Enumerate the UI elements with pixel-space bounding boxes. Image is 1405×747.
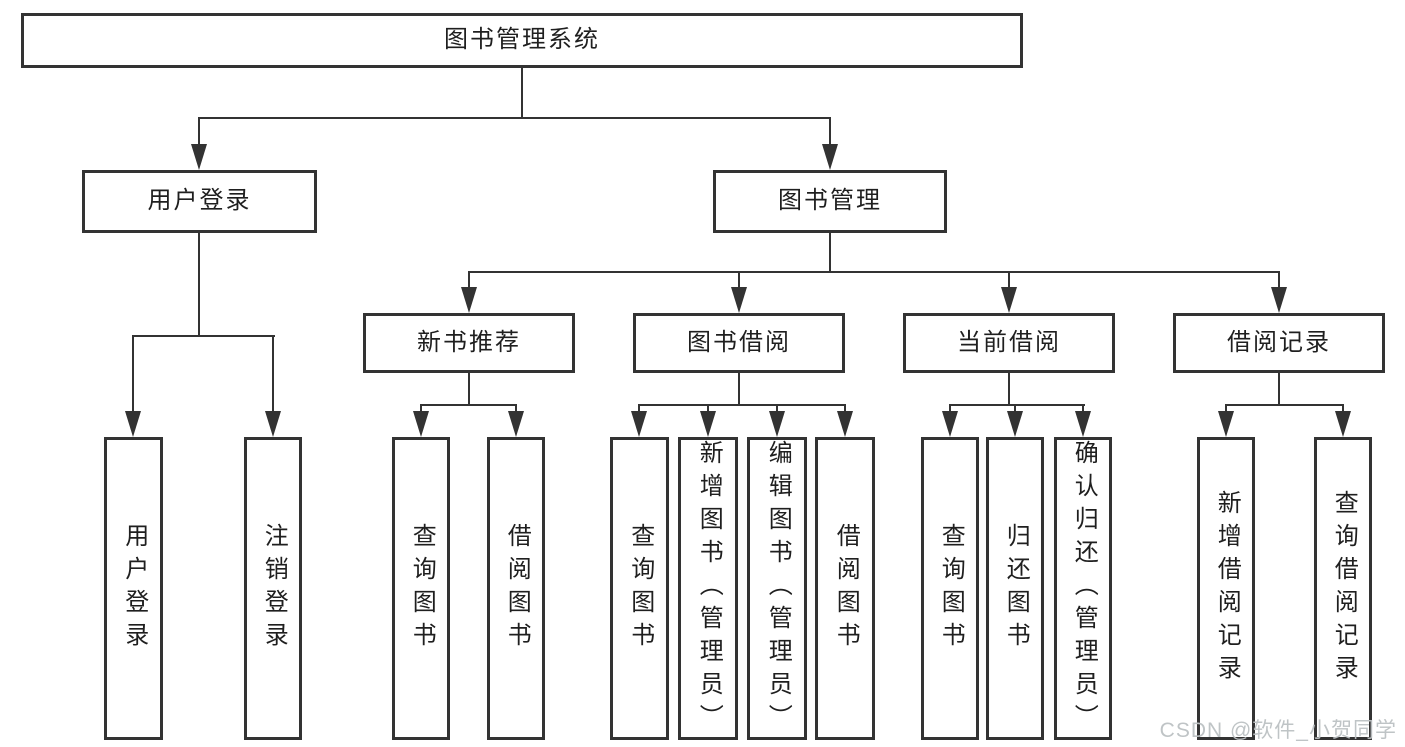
connector-current-borrowing-stem xyxy=(1008,373,1010,406)
connector-to-book-borrowing xyxy=(738,271,740,301)
leaf-borrow-books-borrowing: 借阅图书 xyxy=(815,437,875,740)
arrowhead-leaf-add-books xyxy=(700,411,716,437)
arrowhead-book-management xyxy=(822,144,838,170)
node-current-borrowing: 当前借阅 xyxy=(903,313,1115,373)
connector-to-leaf-logout xyxy=(272,335,274,417)
connector-new-book-recommend-stem xyxy=(468,373,470,406)
node-user-login: 用户登录 xyxy=(82,170,317,233)
leaf-return-books: 归还图书 xyxy=(986,437,1044,740)
connector-to-current-borrowing xyxy=(1008,271,1010,301)
leaf-edit-books-admin: 编辑图书（管理员） xyxy=(747,437,807,740)
leaf-add-borrow-record: 新增借阅记录 xyxy=(1197,437,1255,740)
arrowhead-leaf-search-books-1 xyxy=(413,411,429,437)
connector-to-new-book-recommend xyxy=(468,271,470,301)
arrowhead-new-book-recommend xyxy=(461,287,477,313)
connector-new-book-recommend-crossbar xyxy=(420,404,517,406)
node-book-management: 图书管理 xyxy=(713,170,947,233)
connector-user-login-stem xyxy=(198,233,200,337)
leaf-logout: 注销登录 xyxy=(244,437,302,740)
connector-book-management-crossbar xyxy=(468,271,1280,273)
connector-book-borrowing-crossbar xyxy=(638,404,846,406)
arrowhead-leaf-logout xyxy=(265,411,281,437)
connector-to-leaf-user-login xyxy=(132,335,134,417)
arrowhead-borrowing-records xyxy=(1271,287,1287,313)
connector-root-to-user-login xyxy=(198,117,200,157)
connector-borrowing-records-stem xyxy=(1278,373,1280,406)
csdn-watermark: CSDN @软件_小贺同学 xyxy=(1159,719,1397,742)
leaf-user-login: 用户登录 xyxy=(104,437,163,740)
node-library-management-system: 图书管理系统 xyxy=(21,13,1023,68)
node-new-book-recommend: 新书推荐 xyxy=(363,313,575,373)
arrowhead-book-borrowing xyxy=(731,287,747,313)
connector-current-borrowing-crossbar xyxy=(949,404,1085,406)
connector-book-management-stem xyxy=(829,233,831,273)
leaf-search-books-current: 查询图书 xyxy=(921,437,979,740)
arrowhead-leaf-search-record xyxy=(1335,411,1351,437)
leaf-borrow-books-recommend: 借阅图书 xyxy=(487,437,545,740)
arrowhead-leaf-return-books xyxy=(1007,411,1023,437)
arrowhead-leaf-borrow-books-1 xyxy=(508,411,524,437)
arrowhead-leaf-confirm-return xyxy=(1075,411,1091,437)
leaf-search-borrow-record: 查询借阅记录 xyxy=(1314,437,1372,740)
arrowhead-current-borrowing xyxy=(1001,287,1017,313)
arrowhead-leaf-add-record xyxy=(1218,411,1234,437)
connector-book-borrowing-stem xyxy=(738,373,740,406)
connector-borrowing-records-crossbar xyxy=(1225,404,1344,406)
arrowhead-leaf-user-login xyxy=(125,411,141,437)
leaf-search-books-borrowing: 查询图书 xyxy=(610,437,669,740)
arrowhead-leaf-search-books-2 xyxy=(631,411,647,437)
node-book-borrowing: 图书借阅 xyxy=(633,313,845,373)
arrowhead-user-login xyxy=(191,144,207,170)
arrowhead-leaf-borrow-books-2 xyxy=(837,411,853,437)
leaf-confirm-return-admin: 确认归还（管理员） xyxy=(1054,437,1112,740)
connector-user-login-crossbar xyxy=(132,335,275,337)
leaf-add-books-admin: 新增图书（管理员） xyxy=(678,437,738,740)
arrowhead-leaf-edit-books xyxy=(769,411,785,437)
arrowhead-leaf-search-books-3 xyxy=(942,411,958,437)
connector-root-crossbar xyxy=(198,117,831,119)
connector-root-stem xyxy=(521,68,523,118)
connector-root-to-book-management xyxy=(829,117,831,157)
connector-to-borrowing-records xyxy=(1278,271,1280,301)
leaf-search-books-recommend: 查询图书 xyxy=(392,437,450,740)
node-borrowing-records: 借阅记录 xyxy=(1173,313,1385,373)
